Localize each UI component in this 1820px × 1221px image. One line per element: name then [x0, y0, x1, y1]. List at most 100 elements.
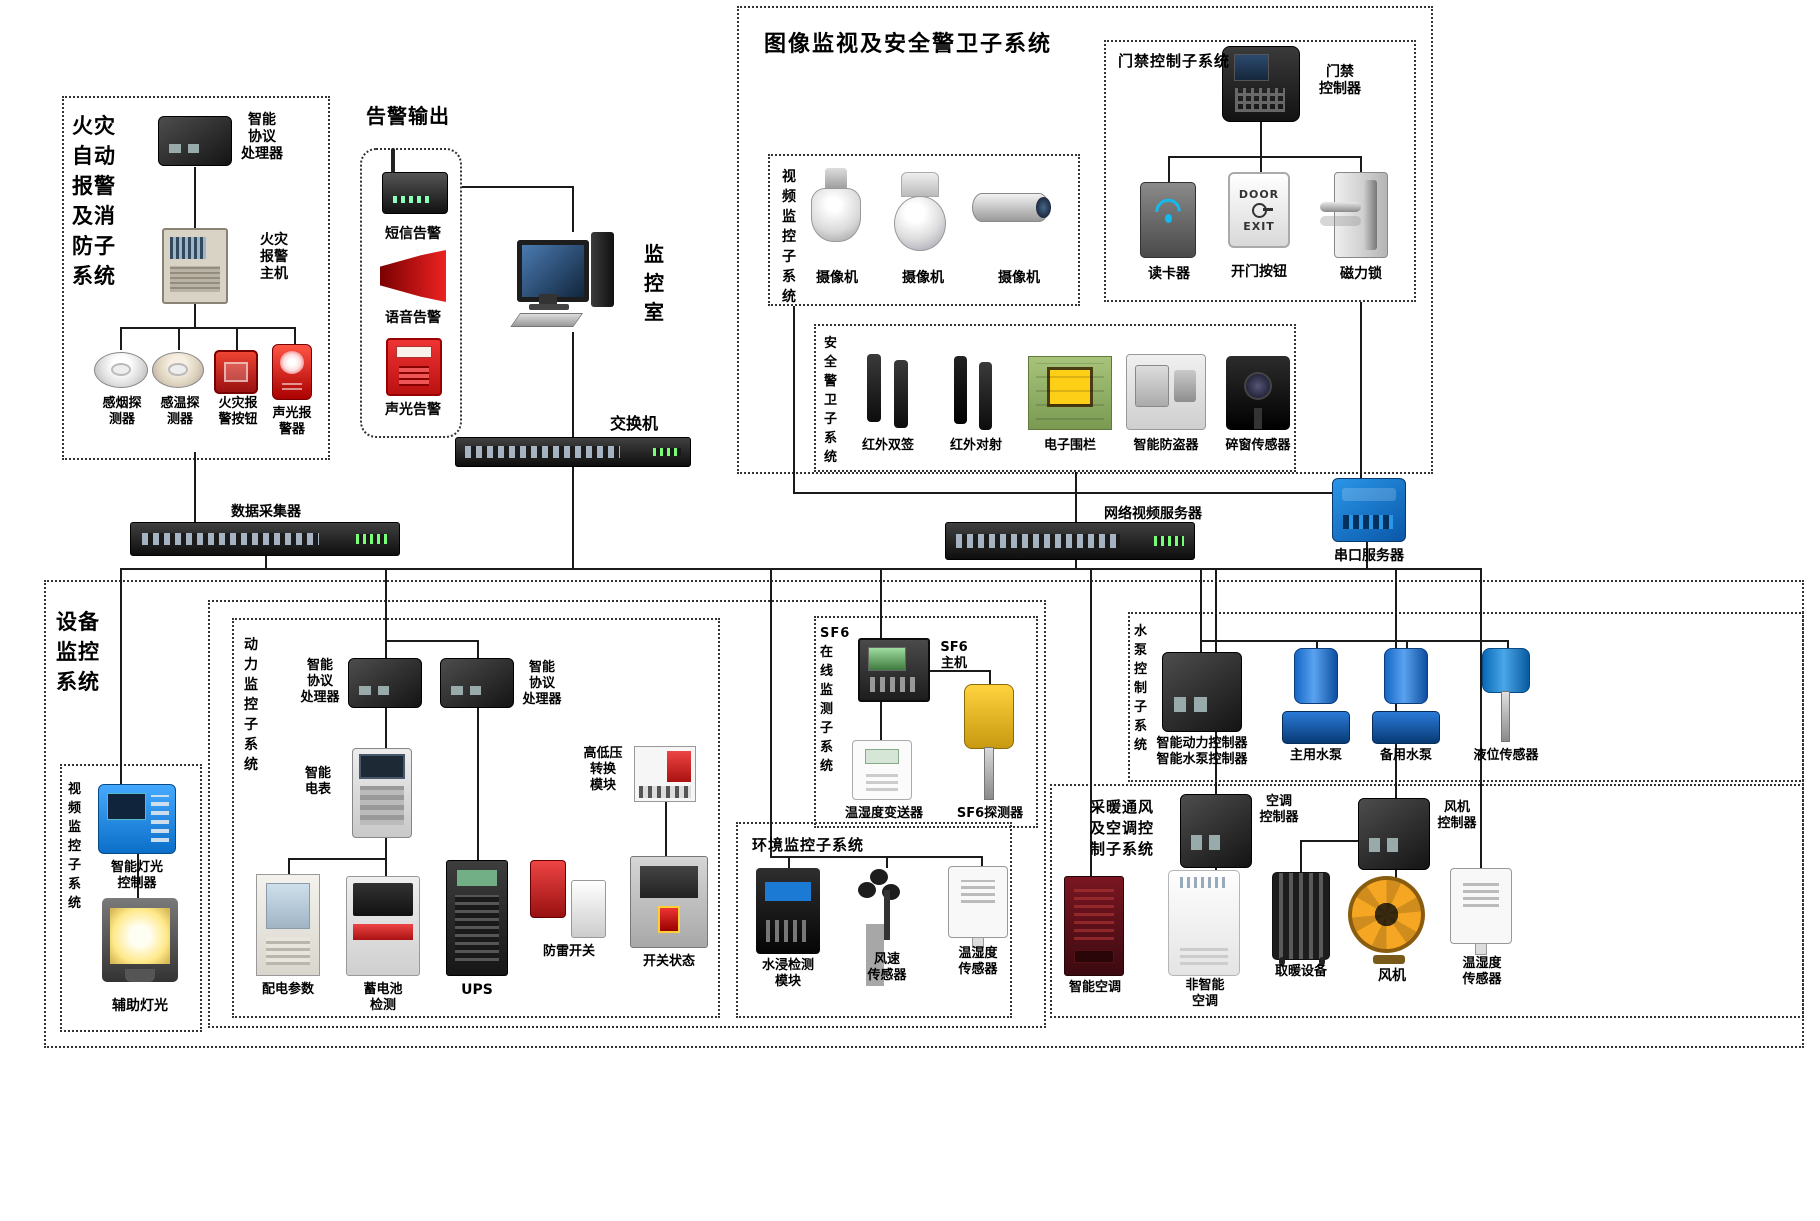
pump-control-title: 水 泵 控 制 子 系 统 [1134, 624, 1149, 753]
camera-label: 摄像机 [816, 270, 858, 286]
connector-line [1316, 640, 1318, 650]
fan-device [1348, 876, 1432, 964]
ups-label: UPS [461, 982, 493, 998]
connector-line [120, 327, 122, 350]
connector-line [137, 854, 139, 900]
fan-controller-device [1358, 798, 1430, 870]
heat-detector-label: 感温探 测器 [160, 396, 200, 427]
serial-server-device [1332, 478, 1406, 542]
connector-line [294, 327, 296, 348]
hvac-control-title: 采暖通风 及空调控 制子系统 [1090, 798, 1155, 858]
connector-line [194, 167, 196, 228]
smoke-detector-label: 感烟探 测器 [102, 396, 142, 427]
smart-antitheft-label: 智能防盗器 [1133, 438, 1199, 453]
sms-alarm-device [382, 148, 448, 214]
connector-line [1507, 640, 1509, 648]
connector-line [1075, 472, 1077, 492]
connector-line [385, 708, 387, 748]
connector-line [930, 670, 989, 672]
door-button-exit-text: EXIT [1243, 219, 1275, 233]
connector-line [793, 492, 1362, 494]
smart-ac-device [1064, 876, 1124, 976]
battery-test-label: 蓄电池 检测 [363, 982, 403, 1013]
equipment-inner-group-box [208, 600, 1046, 1028]
fire-alarm-host-device [162, 228, 228, 304]
level-sensor-device [1474, 648, 1538, 742]
nvr-device [945, 522, 1195, 560]
connector-line [1300, 840, 1302, 874]
connector-line [886, 856, 888, 868]
sf6-detector-device [958, 684, 1020, 800]
connector-line [1406, 640, 1408, 650]
fire-alarm-button-label: 火灾报 警按钮 [218, 396, 258, 427]
battery-test-device [346, 876, 420, 976]
card-reader-device [1140, 182, 1196, 258]
dome-camera-device [808, 168, 864, 252]
connector-line [665, 802, 667, 856]
connector-line [385, 568, 387, 658]
water-leak-module-label: 水浸检测 模块 [761, 958, 814, 989]
smart-meter-device [352, 748, 412, 838]
electronic-fence-label: 电子围栏 [1043, 438, 1096, 453]
lan-switch-label: 交换机 [609, 414, 658, 433]
aux-light-label: 辅助灯光 [112, 998, 168, 1014]
connector-line [194, 304, 196, 327]
smart-ac-label: 智能空调 [1068, 980, 1121, 995]
magnetic-lock-label: 磁力锁 [1340, 266, 1382, 282]
ir-dual-label: 红外双签 [861, 438, 914, 453]
heater-device [1272, 872, 1330, 966]
door-open-button-label: 开门按钮 [1231, 264, 1287, 280]
surge-protector-label: 防雷开关 [542, 944, 595, 959]
access-control-box [1104, 40, 1416, 302]
power-cpu-left-label: 智能 协议 处理器 [300, 658, 340, 705]
connector-line [1260, 122, 1262, 156]
fan-label: 风机 [1378, 968, 1406, 984]
connector-line [1300, 840, 1359, 842]
nvr-label: 网络视频服务器 [1104, 506, 1202, 522]
video-monitor-box [768, 154, 1080, 306]
connector-line [1366, 542, 1368, 568]
surveillance-box [737, 6, 1433, 474]
access-control-title: 门禁控制子系统 [1118, 52, 1231, 70]
video-monitor-title: 视 频 监 控 子 系 统 [782, 169, 797, 305]
pc-keyboard [509, 313, 584, 328]
sf6-monitor-title: SF6 在 线 监 测 子 系 统 [820, 626, 851, 774]
connector-line [477, 708, 479, 862]
backup-pump-device [1372, 648, 1440, 744]
breaker-status-label: 开关状态 [642, 954, 695, 969]
voice-alarm-label: 语音告警 [385, 310, 441, 326]
connector-line [793, 306, 795, 492]
monitor-room-computer [509, 230, 633, 334]
protocol-processor-device [158, 116, 232, 166]
ir-beam-label: 红外对射 [949, 438, 1002, 453]
connector-line [1200, 568, 1202, 652]
access-controller-label: 门禁 控制器 [1319, 64, 1361, 98]
connector-line [880, 568, 882, 638]
environment-monitor-box [736, 822, 1012, 1018]
connector-line [1480, 568, 1482, 868]
heat-detector-device [152, 352, 204, 388]
power-cabinet-device [256, 874, 320, 976]
connector-line [1168, 156, 1170, 182]
key-icon [1251, 202, 1273, 218]
main-pump-label: 主用水泵 [1289, 748, 1342, 763]
connector-line [265, 556, 267, 568]
power-cabinet-label: 配电参数 [261, 982, 314, 997]
connector-line [981, 856, 983, 866]
connector-line [1090, 568, 1092, 878]
door-button-door-text: DOOR [1238, 187, 1280, 201]
door-open-button-device: DOOR EXIT [1228, 172, 1290, 248]
ir-beam-device [948, 354, 1002, 432]
fire-subsystem-box [62, 96, 330, 460]
pc-base [529, 303, 570, 311]
power-monitor-title: 动 力 监 控 子 系 统 [244, 637, 259, 773]
hvac-th-sens or-device [1450, 868, 1512, 955]
plain-ac-device [1168, 870, 1240, 976]
security-guard-box [814, 324, 1296, 472]
smart-lighting-controller-label: 智能灯光 控制器 [110, 860, 163, 891]
fire-alarm-button-device [214, 350, 258, 394]
bullet-camera-device [972, 188, 1056, 240]
main-pump-device [1282, 648, 1350, 744]
connector-line [1168, 156, 1362, 158]
water-leak-module-device [756, 868, 820, 954]
